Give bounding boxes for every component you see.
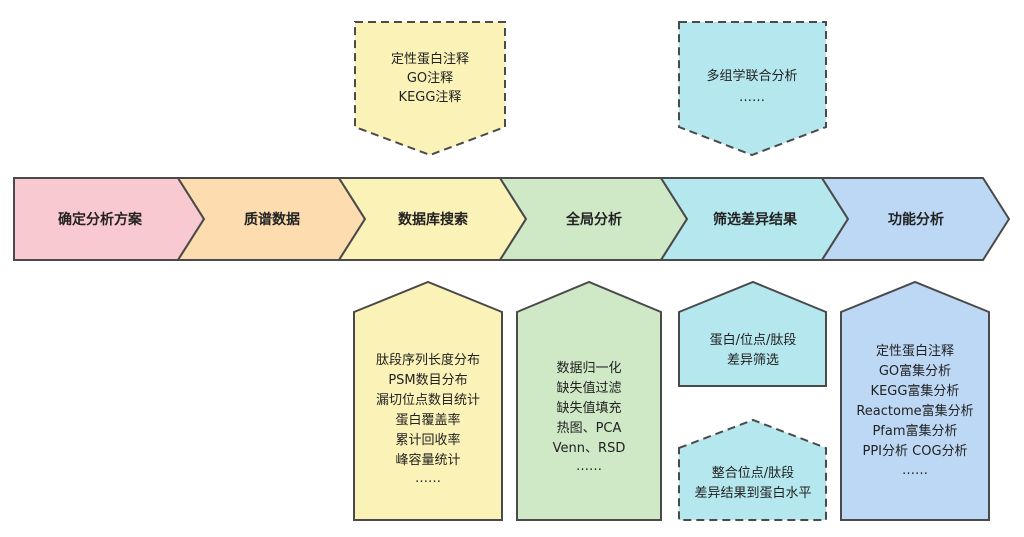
step-1-label: 确定分析方案 [58,211,143,228]
step-1: 确定分析方案 [13,177,206,261]
bottom-box-filter-lower-shape [678,418,827,521]
step-6: 功能分析 [820,177,1011,261]
bottom-box-global-line-3: 缺失值填充 [556,400,621,416]
bottom-box-db-search: 肽段序列长度分布 PSM数目分布 漏切位点数目统计 蛋白覆盖率 累计回收率 峰容… [353,280,503,521]
step-4-label: 全局分析 [565,211,622,228]
step-3: 数据库搜索 [337,177,528,261]
step-6-label: 功能分析 [888,211,944,228]
top-callout-db-search: 定性蛋白注释 GO注释 KEGG注释 [354,21,506,157]
bottom-box-filter-upper-shape [678,280,827,387]
bottom-box-function-line-4: Reactome富集分析 [856,403,973,419]
top-callout-db-search-shape [354,21,506,157]
bottom-box-global-line-1: 数据归一化 [556,361,621,376]
bottom-box-filter-lower: 整合位点/肽段 差异结果到蛋白水平 [678,418,827,521]
step-2-label: 质谱数据 [244,211,300,228]
bottom-box-db-search-line-4: 蛋白覆盖率 [395,412,460,428]
top-callout-filter: 多组学联合分析 …… [678,21,827,157]
top-callout-db-search-line-2: GO注释 [407,71,453,86]
bottom-box-filter-upper-line-2: 差异筛选 [727,353,779,368]
bottom-box-filter-upper-line-1: 蛋白/位点/肽段 [710,332,797,348]
bottom-box-global-line-2: 缺失值过滤 [556,380,621,396]
step-5-label: 筛选差异结果 [713,211,798,228]
bottom-box-function-line-7: …… [902,463,928,478]
top-callout-db-search-line-3: KEGG注释 [399,90,462,105]
top-callout-filter-shape [678,21,827,157]
step-2: 质谱数据 [176,177,367,261]
bottom-box-function-line-3: KEGG富集分析 [871,383,960,399]
bottom-box-db-search-line-1: 肽段序列长度分布 [376,352,480,368]
bottom-box-db-search-shape [353,280,503,521]
bottom-box-db-search-line-7: …… [415,471,441,486]
top-callout-filter-line-2: …… [739,90,765,105]
bottom-box-db-search-line-2: PSM数目分布 [388,373,467,388]
step-5: 筛选差异结果 [659,177,850,261]
top-callout-filter-line-1: 多组学联合分析 [706,68,797,84]
bottom-box-function: 定性蛋白注释 GO富集分析 KEGG富集分析 Reactome富集分析 Pfam… [840,280,990,521]
bottom-box-filter-upper: 蛋白/位点/肽段 差异筛选 [678,280,827,387]
process-row: 确定分析方案 质谱数据 数据库搜索 全局分析 筛选差异结果 功能分析 [13,177,1011,261]
bottom-box-function-line-2: GO富集分析 [879,363,951,379]
bottom-box-function-line-6: PPI分析 COG分析 [862,444,967,459]
step-3-label: 数据库搜索 [398,211,468,228]
bottom-box-filter-lower-line-1: 整合位点/肽段 [712,466,794,481]
bottom-box-db-search-line-5: 累计回收率 [395,432,460,448]
top-callout-db-search-line-1: 定性蛋白注释 [391,51,469,67]
bottom-box-function-line-5: Pfam富集分析 [872,423,957,439]
step-4: 全局分析 [498,177,689,261]
bottom-box-function-shape [840,280,990,521]
step-6-chevron [820,177,1011,261]
bottom-box-function-line-1: 定性蛋白注释 [876,343,954,359]
bottom-box-global-shape [516,280,662,521]
bottom-box-global-line-5: Venn、RSD [553,441,626,456]
bottom-box-global-line-4: 热图、PCA [557,421,622,436]
bottom-box-global-line-6: …… [576,459,602,474]
bottom-box-filter-lower-line-2: 差异结果到蛋白水平 [694,485,811,501]
bottom-box-db-search-line-6: 峰容量统计 [395,452,460,468]
bottom-box-global: 数据归一化 缺失值过滤 缺失值填充 热图、PCA Venn、RSD …… [516,280,662,521]
bottom-box-db-search-line-3: 漏切位点数目统计 [376,392,480,408]
